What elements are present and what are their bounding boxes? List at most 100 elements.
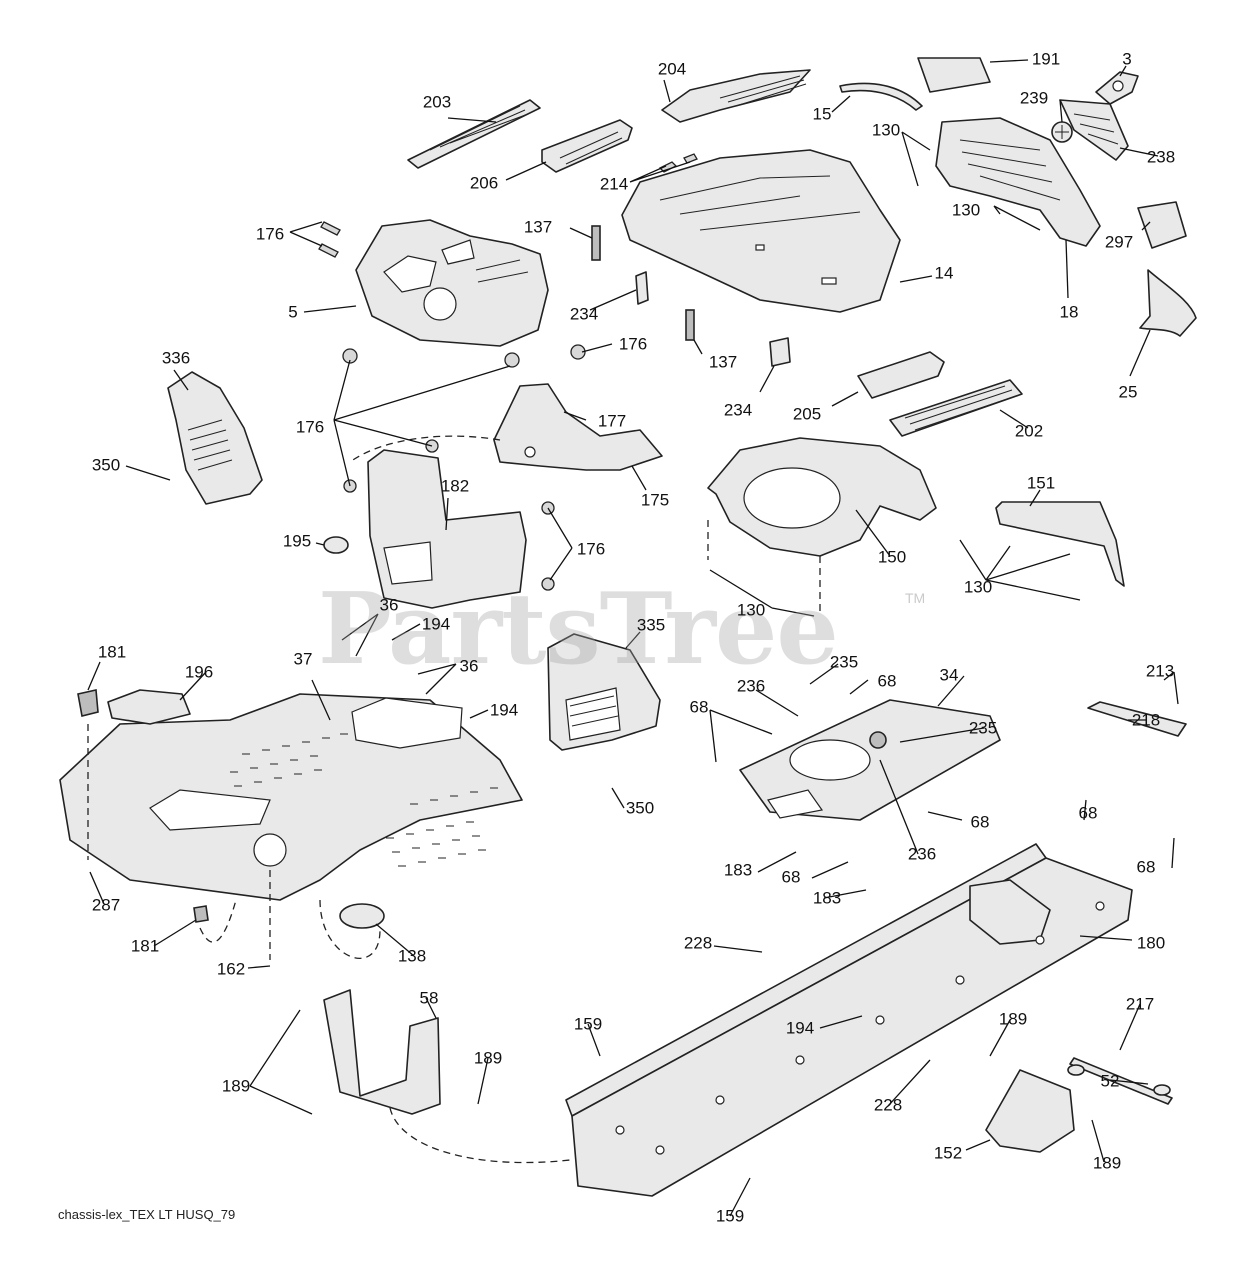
trademark-mark: TM	[905, 590, 926, 606]
callout-14[interactable]: 14	[934, 263, 954, 283]
callout-350-center[interactable]: 350	[625, 798, 655, 818]
callout-159-top[interactable]: 159	[573, 1014, 603, 1034]
callout-68-left[interactable]: 68	[689, 697, 709, 717]
part-137-upper	[591, 225, 601, 261]
callout-162[interactable]: 162	[216, 959, 246, 979]
callout-130-bracket[interactable]: 130	[963, 577, 993, 597]
part-58-bracket	[323, 989, 441, 1115]
callout-182[interactable]: 182	[440, 476, 470, 496]
callout-52[interactable]: 52	[1100, 1071, 1120, 1091]
callout-159-bottom[interactable]: 159	[715, 1206, 745, 1226]
part-234-upper	[635, 271, 649, 305]
callout-235-mid[interactable]: 235	[968, 718, 998, 738]
part-15-trim	[839, 82, 923, 111]
part-180-frame	[565, 843, 1133, 1197]
part-196-cup-holder	[107, 689, 191, 725]
part-218-bracket-bar	[1087, 701, 1187, 737]
callout-176-center[interactable]: 176	[295, 417, 325, 437]
callout-130-hood[interactable]: 130	[951, 200, 981, 220]
callout-152[interactable]: 152	[933, 1143, 963, 1163]
part-234-lower	[769, 337, 791, 367]
callout-3[interactable]: 3	[1122, 49, 1132, 69]
callout-18[interactable]: 18	[1059, 302, 1079, 322]
callout-336[interactable]: 336	[161, 348, 191, 368]
callout-138[interactable]: 138	[397, 946, 427, 966]
callout-25[interactable]: 25	[1118, 382, 1138, 402]
part-137-lower	[685, 309, 695, 341]
callout-335[interactable]: 335	[636, 615, 666, 635]
callout-137-upper[interactable]: 137	[523, 217, 553, 237]
callout-177[interactable]: 177	[597, 411, 627, 431]
callout-206[interactable]: 206	[469, 173, 499, 193]
callout-36-top[interactable]: 36	[379, 595, 399, 615]
callout-196[interactable]: 196	[184, 662, 214, 682]
callout-176-lower[interactable]: 176	[576, 539, 606, 559]
callout-203[interactable]: 203	[422, 92, 452, 112]
part-175-bracket	[493, 383, 663, 471]
callout-150[interactable]: 150	[877, 547, 907, 567]
callout-236-top[interactable]: 236	[736, 676, 766, 696]
callout-204[interactable]: 204	[657, 59, 687, 79]
callout-202[interactable]: 202	[1014, 421, 1044, 441]
callout-189-bracket[interactable]: 189	[473, 1048, 503, 1068]
callout-68-plate[interactable]: 68	[970, 812, 990, 832]
callout-236-lower[interactable]: 236	[907, 844, 937, 864]
part-238-side-grille	[1059, 99, 1129, 161]
callout-58[interactable]: 58	[419, 988, 439, 1008]
callout-217[interactable]: 217	[1125, 994, 1155, 1014]
callout-205[interactable]: 205	[792, 404, 822, 424]
callout-176-right[interactable]: 176	[618, 334, 648, 354]
callout-228-top[interactable]: 228	[683, 933, 713, 953]
callout-183-left[interactable]: 183	[723, 860, 753, 880]
callout-36-mid[interactable]: 36	[459, 656, 479, 676]
callout-34[interactable]: 34	[939, 665, 959, 685]
callout-213[interactable]: 213	[1145, 661, 1175, 681]
callout-297[interactable]: 297	[1104, 232, 1134, 252]
part-25-clip	[1139, 269, 1197, 337]
callout-228-bottom[interactable]: 228	[873, 1095, 903, 1115]
callout-68-bottom[interactable]: 68	[781, 867, 801, 887]
callout-238[interactable]: 238	[1146, 147, 1176, 167]
callout-68-top[interactable]: 68	[877, 671, 897, 691]
callout-183-right[interactable]: 183	[812, 888, 842, 908]
callout-287[interactable]: 287	[91, 895, 121, 915]
callout-191[interactable]: 191	[1031, 49, 1061, 69]
callout-37[interactable]: 37	[293, 649, 313, 669]
callout-239[interactable]: 239	[1019, 88, 1049, 108]
callout-194-frame[interactable]: 194	[785, 1018, 815, 1038]
part-239-badge	[1051, 121, 1073, 143]
callout-137-lower[interactable]: 137	[708, 352, 738, 372]
partstree-watermark: PartsTree	[318, 572, 839, 687]
callout-15[interactable]: 15	[812, 104, 832, 124]
callout-176-left[interactable]: 176	[255, 224, 285, 244]
part-181-bushing-bottom	[193, 905, 209, 923]
callout-68-right[interactable]: 68	[1136, 857, 1156, 877]
part-202-grille-strip	[889, 379, 1023, 437]
callout-195[interactable]: 195	[282, 531, 312, 551]
part-297-pad	[1137, 201, 1187, 249]
callout-175[interactable]: 175	[640, 490, 670, 510]
callout-350-left[interactable]: 350	[91, 455, 121, 475]
callout-180[interactable]: 180	[1136, 933, 1166, 953]
callout-235-top[interactable]: 235	[829, 652, 859, 672]
callout-181-top[interactable]: 181	[97, 642, 127, 662]
callout-189-left[interactable]: 189	[221, 1076, 251, 1096]
callout-234-lower[interactable]: 234	[723, 400, 753, 420]
callout-130-top[interactable]: 130	[871, 120, 901, 140]
callout-130-fender[interactable]: 130	[736, 600, 766, 620]
leader-lines	[87, 59, 1179, 1217]
part-152-shield	[985, 1069, 1075, 1153]
callout-194-top[interactable]: 194	[421, 614, 451, 634]
callout-214[interactable]: 214	[599, 174, 629, 194]
callout-194-mid[interactable]: 194	[489, 700, 519, 720]
callout-189-shield[interactable]: 189	[1092, 1153, 1122, 1173]
callout-181-bottom[interactable]: 181	[130, 936, 160, 956]
callout-218[interactable]: 218	[1131, 710, 1161, 730]
callout-189-right-top[interactable]: 189	[998, 1009, 1028, 1029]
callout-5[interactable]: 5	[288, 302, 298, 322]
callout-68-bar[interactable]: 68	[1078, 803, 1098, 823]
part-18-front-grille	[935, 117, 1101, 247]
callout-151[interactable]: 151	[1026, 473, 1056, 493]
callout-234-upper[interactable]: 234	[569, 304, 599, 324]
